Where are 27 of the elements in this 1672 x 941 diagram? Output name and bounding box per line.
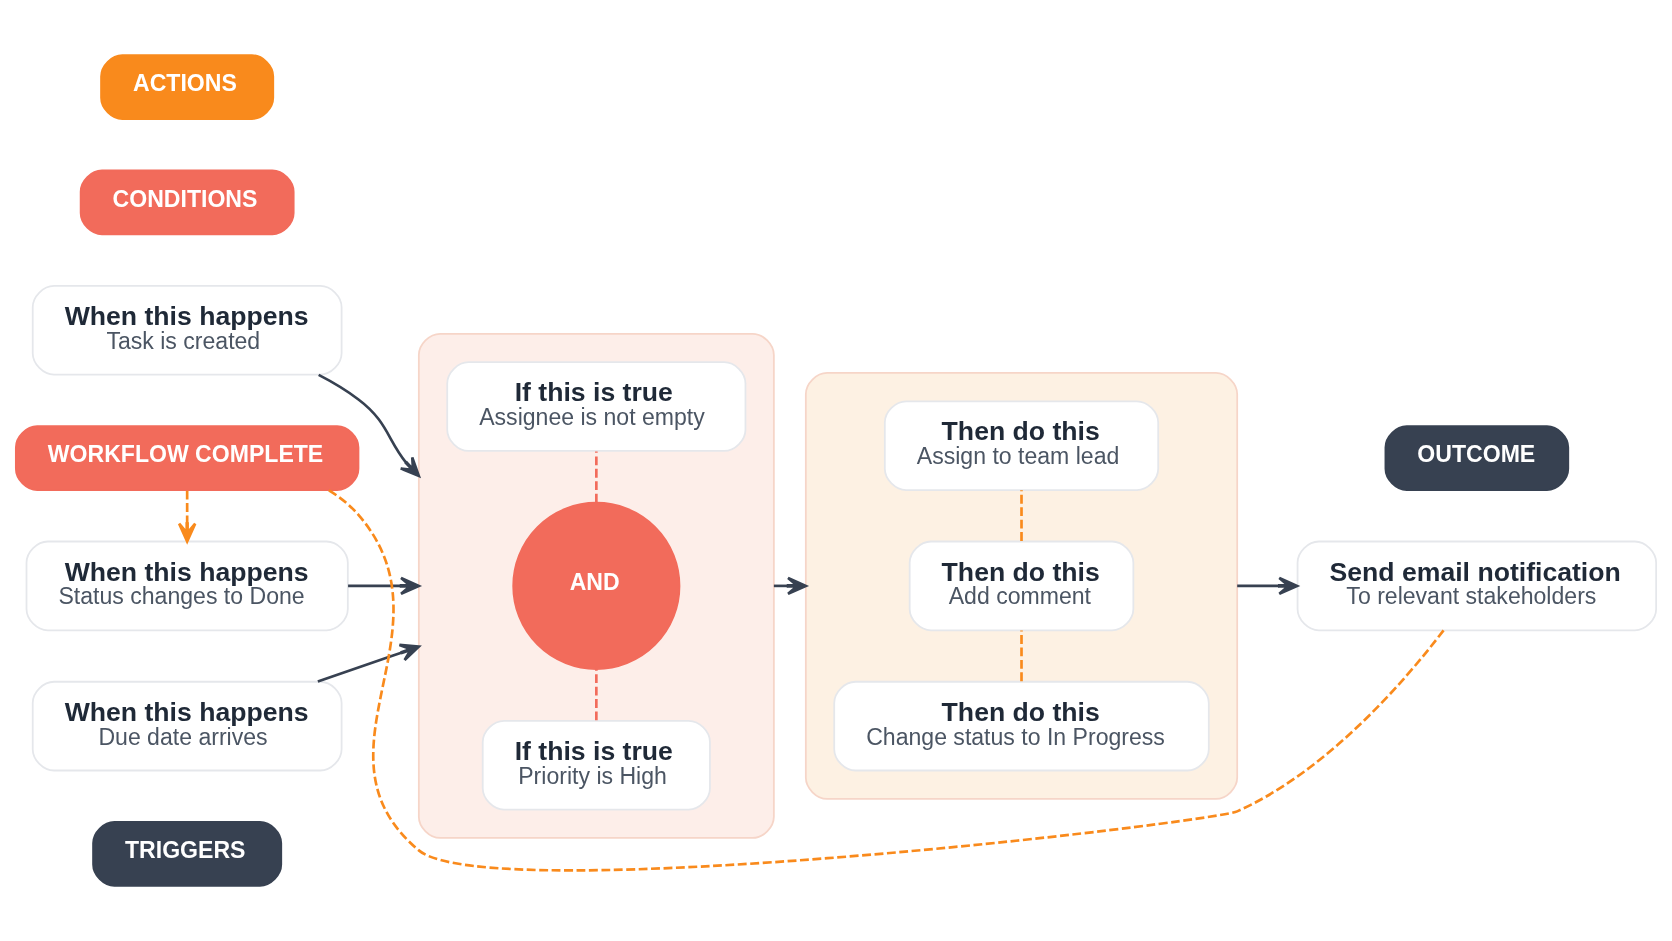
node-box: CONDITIONS xyxy=(79,169,295,236)
node-box: OUTCOME xyxy=(1384,425,1570,491)
arrow xyxy=(317,643,421,683)
node-box: Send email notification To relevant stakeholders xyxy=(1296,540,1658,632)
node-box: If this is true Priority is High xyxy=(481,719,711,811)
arrow xyxy=(177,490,197,543)
node-circle: AND xyxy=(512,501,681,670)
cluster xyxy=(804,371,1239,800)
connector xyxy=(327,489,1445,872)
node-box: Then do this Change status to In Progress xyxy=(833,680,1210,772)
node-box: WORKFLOW COMPLETE xyxy=(14,425,360,491)
arrow xyxy=(1237,576,1299,596)
node-box: Then do this Add comment xyxy=(908,540,1135,632)
node-box: When this happens Status changes to Done xyxy=(25,540,349,632)
cluster xyxy=(417,332,775,839)
node-box: If this is true Assignee is not empty xyxy=(446,361,747,452)
connector xyxy=(595,451,598,503)
node-box: TRIGGERS xyxy=(92,821,283,887)
arrow xyxy=(318,373,421,478)
connector xyxy=(1020,490,1023,541)
node-box: Then do this Assign to team lead xyxy=(883,400,1160,491)
node-box: When this happens Due date arrives xyxy=(31,680,343,772)
connector xyxy=(1020,630,1023,682)
connector xyxy=(595,668,598,721)
node-box: When this happens Task is created xyxy=(31,285,343,376)
arrow xyxy=(348,576,421,596)
node-box: ACTIONS xyxy=(100,54,275,120)
